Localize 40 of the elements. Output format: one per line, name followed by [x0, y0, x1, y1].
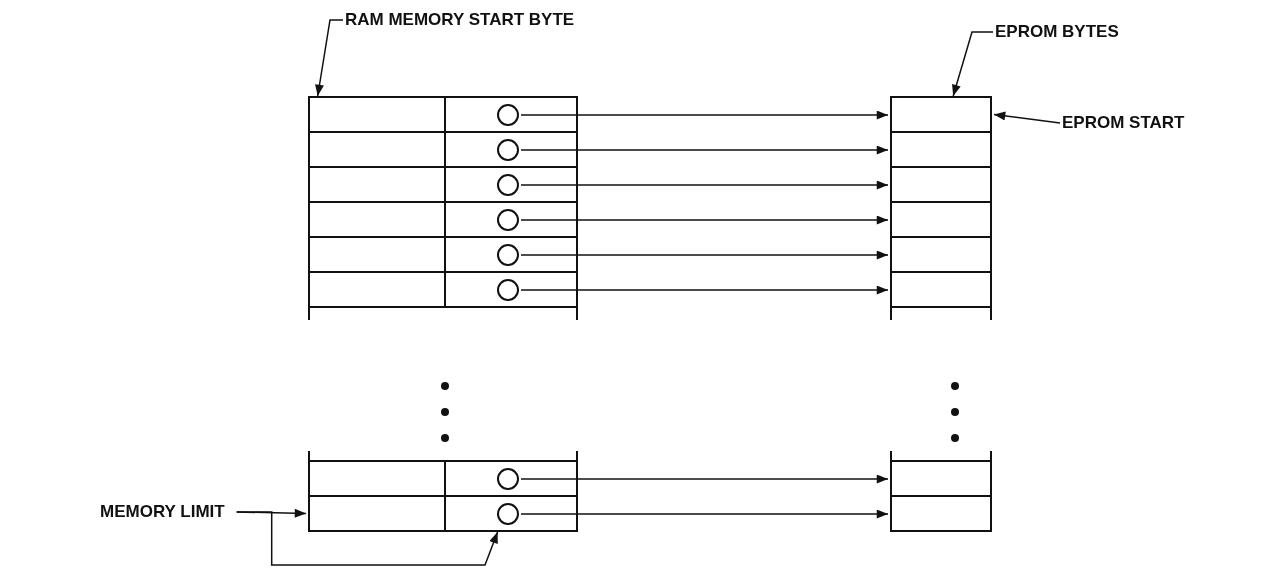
label-text: EPROM START [1062, 113, 1185, 133]
memory-cell [308, 96, 446, 133]
arrow [520, 110, 889, 120]
circle-marker [497, 468, 519, 490]
circle-marker [497, 139, 519, 161]
label-text: RAM MEMORY START BYTE [345, 10, 575, 30]
memory-cell [890, 236, 992, 273]
arrow [520, 474, 889, 484]
label-text: MEMORY LIMIT [100, 502, 225, 522]
arrow [520, 285, 889, 295]
memory-cell [890, 131, 992, 168]
circle-marker [497, 104, 519, 126]
circle-marker [497, 279, 519, 301]
memory-cell [444, 495, 578, 532]
arrow [520, 509, 889, 519]
leader-arrow [952, 31, 994, 97]
circle-marker [497, 503, 519, 525]
memory-cell [890, 166, 992, 203]
memory-cell [890, 495, 992, 532]
arrow [520, 215, 889, 225]
memory-cell [444, 96, 578, 133]
memory-cell [890, 96, 992, 133]
leader-arrow [235, 511, 499, 566]
circle-marker [497, 244, 519, 266]
arrow [520, 250, 889, 260]
memory-cell [444, 271, 578, 308]
memory-cell [890, 460, 992, 497]
memory-cell [308, 495, 446, 532]
leader-arrow [993, 111, 1061, 124]
circle-marker [497, 174, 519, 196]
leader-arrow [315, 19, 344, 97]
memory-cell [890, 271, 992, 308]
circle-marker [497, 209, 519, 231]
memory-cell [890, 201, 992, 238]
memory-cell [308, 271, 446, 308]
memory-cell [444, 460, 578, 497]
label-text: EPROM BYTES [995, 22, 1119, 42]
memory-cell [308, 460, 446, 497]
arrow [520, 180, 889, 190]
arrow [520, 145, 889, 155]
